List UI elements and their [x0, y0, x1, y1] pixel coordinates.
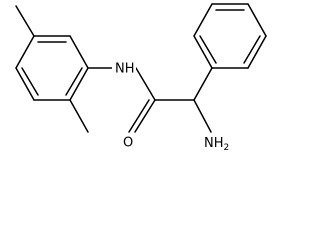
ring-bond	[247, 35, 267, 69]
phenyl-ring	[193, 3, 267, 69]
o-label-group: O	[121, 136, 135, 151]
o-label: O	[123, 136, 133, 151]
ring-bond	[69, 35, 89, 69]
ring-bond	[193, 3, 213, 37]
alpha-phenyl-bond	[193, 67, 213, 101]
ring-bond	[247, 3, 267, 37]
ring-double-bond	[199, 35, 217, 64]
amino-label: NH2	[204, 136, 229, 153]
o-label-background	[121, 136, 135, 150]
ring-double-bond	[65, 67, 83, 96]
amino-label-background	[203, 136, 233, 151]
amino-label-group: NH2	[203, 136, 233, 153]
ortho-methyl-bond	[69, 99, 89, 133]
ring-bond	[15, 35, 35, 69]
alpha-amino-bond	[193, 99, 212, 133]
carbonyl-double-bond	[128, 99, 150, 133]
carbonyl-bond	[134, 99, 156, 133]
ring-double-bond	[21, 67, 39, 96]
structure-diagram: NH O NH2	[15, 3, 267, 153]
ring-bond	[193, 35, 213, 69]
ring-bond	[69, 67, 89, 101]
nh-label: NH	[115, 62, 135, 77]
ring-double-bond	[243, 35, 261, 64]
ring-bond	[15, 67, 35, 101]
dimethylphenyl-ring	[15, 35, 89, 101]
chemical-structure-canvas: NH O NH2	[15, 3, 267, 153]
n-carbonyl-bond	[135, 67, 156, 101]
nh-label-group: NH	[112, 61, 136, 77]
amino-label-subscript: 2	[224, 143, 230, 153]
amino-label-main: NH	[204, 136, 224, 151]
nh-label-background	[112, 61, 136, 75]
top-methyl-bond	[15, 5, 35, 37]
